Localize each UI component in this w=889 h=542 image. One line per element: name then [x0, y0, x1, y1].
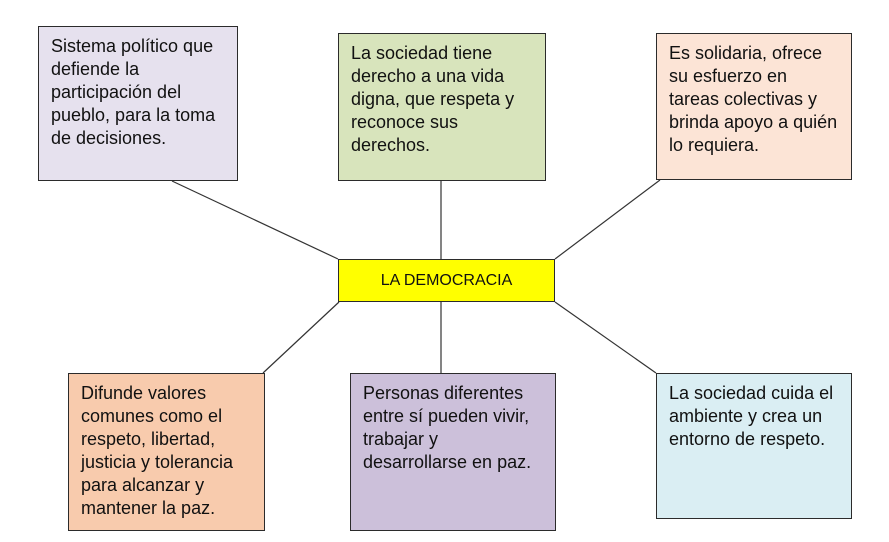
central-concept-box: LA DEMOCRACIA: [338, 259, 555, 302]
concept-text: La sociedad tiene derecho a una vida dig…: [351, 43, 515, 155]
concept-box-solidarity: Es solidaria, ofrece su esfuerzo en tare…: [656, 33, 852, 180]
concept-box-dignified-life: La sociedad tiene derecho a una vida dig…: [338, 33, 546, 181]
concept-box-environment: La sociedad cuida el ambiente y crea un …: [656, 373, 852, 519]
concept-text: Es solidaria, ofrece su esfuerzo en tare…: [669, 43, 838, 155]
connector-line: [554, 179, 661, 260]
concept-text: La sociedad cuida el ambiente y crea un …: [669, 383, 834, 449]
concept-box-coexistence: Personas diferentes entre sí pueden vivi…: [350, 373, 556, 531]
concept-box-common-values: Difunde valores comunes como el respeto,…: [68, 373, 265, 531]
concept-text: Sistema político que defiende la partici…: [51, 36, 216, 148]
concept-text: Personas diferentes entre sí pueden vivi…: [363, 383, 532, 472]
concept-box-political-system: Sistema político que defiende la partici…: [38, 26, 238, 181]
connector-line: [171, 180, 339, 260]
concept-text: Difunde valores comunes como el respeto,…: [81, 383, 234, 518]
central-concept-label: LA DEMOCRACIA: [380, 271, 513, 289]
connector-line: [262, 301, 340, 374]
connector-line: [554, 301, 657, 374]
